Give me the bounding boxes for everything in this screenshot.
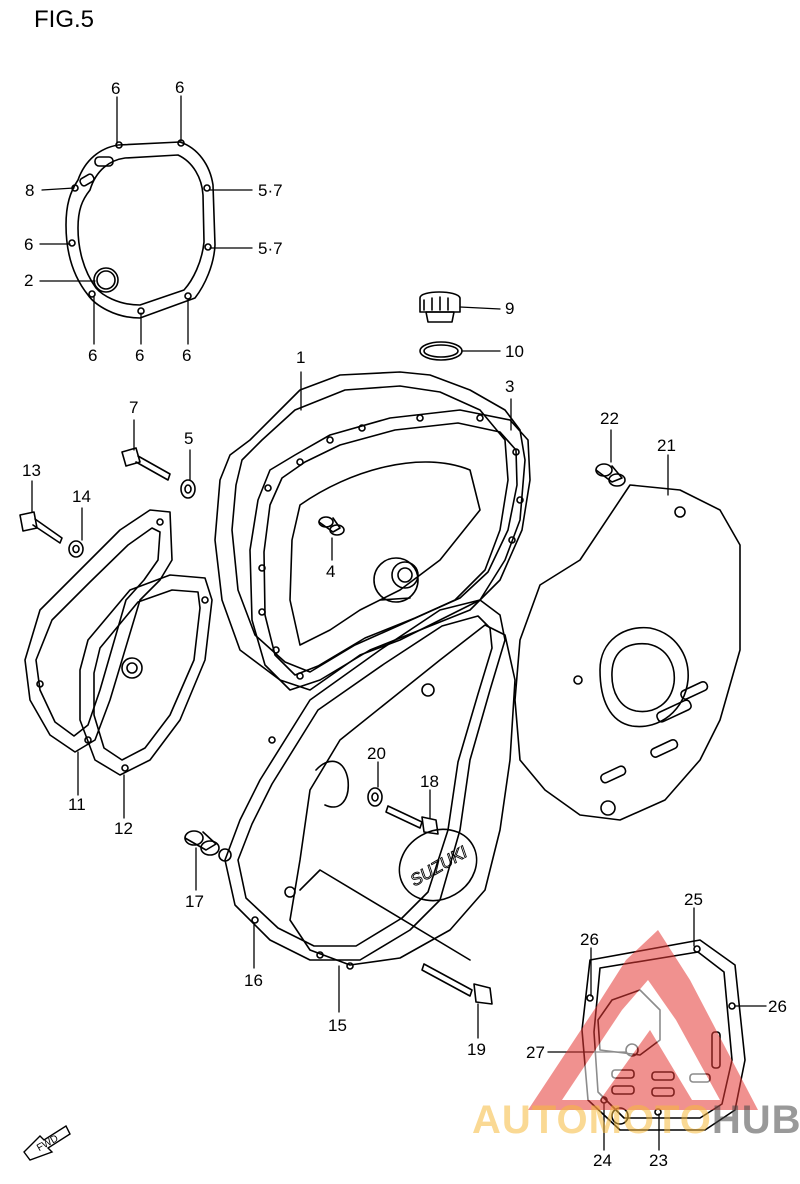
callout-6: 6	[135, 346, 145, 365]
signal-generator-cover	[24, 509, 173, 753]
callout-11: 11	[68, 795, 86, 814]
watermark-text-part2: HUB	[711, 1098, 800, 1142]
signal-cover-gasket	[79, 574, 213, 776]
callout-7: 7	[129, 398, 139, 417]
figure-title: FIG.5	[34, 6, 95, 33]
bolt-19	[421, 963, 493, 1005]
dowel-pin-17	[184, 830, 220, 856]
fwd-arrow-icon: FWD	[23, 1124, 71, 1161]
callout-23: 23	[649, 1151, 668, 1170]
callout-10: 10	[505, 342, 524, 361]
callout-4: 4	[326, 562, 336, 581]
clutch-cover-gasket	[249, 409, 531, 691]
housing-21	[514, 484, 741, 821]
watermark-text-part1: AUTOMOTO	[472, 1098, 712, 1142]
callout-6: 6	[175, 78, 185, 97]
callout-16: 16	[244, 971, 263, 990]
washer-14	[68, 540, 84, 558]
callout-26: 26	[580, 930, 599, 949]
callout-24: 24	[593, 1151, 612, 1170]
callout-22: 22	[600, 409, 619, 428]
callout-8: 8	[25, 181, 35, 200]
callout-5-7: 5·7	[258, 239, 283, 258]
clutch-cover	[214, 371, 526, 691]
clutch-cover-gasket-upper	[65, 139, 216, 319]
callout-6: 6	[182, 346, 192, 365]
watermark-logo-icon	[528, 930, 758, 1110]
callout-9: 9	[505, 299, 515, 318]
oil-filler-cap	[419, 291, 461, 323]
callout-6: 6	[111, 79, 121, 98]
generator-cover	[284, 624, 516, 970]
callout-5: 5	[184, 429, 194, 448]
callout-6: 6	[88, 346, 98, 365]
cover-hub	[373, 557, 419, 603]
callout-6: 6	[24, 235, 34, 254]
dowel-pin-4	[318, 516, 345, 536]
suzuki-logo: SUZUKI	[407, 842, 471, 890]
bolt-13	[19, 511, 63, 544]
callout-26: 26	[768, 997, 787, 1016]
callout-12: 12	[114, 819, 133, 838]
leader-lines	[31, 95, 767, 1151]
callout-15: 15	[328, 1016, 347, 1035]
bolt-18	[385, 805, 439, 835]
callout-25: 25	[684, 890, 703, 909]
callout-1: 1	[296, 348, 306, 367]
callout-27: 27	[526, 1043, 545, 1062]
callout-5-7: 5·7	[258, 181, 283, 200]
callout-20: 20	[367, 744, 386, 763]
callout-2: 2	[24, 271, 34, 290]
callout-13: 13	[22, 461, 41, 480]
dowel-pin-22	[595, 463, 626, 487]
callout-17: 17	[185, 892, 204, 911]
washer-5	[180, 479, 196, 499]
washer-20	[367, 787, 383, 807]
callout-3: 3	[505, 377, 515, 396]
bolt-7	[121, 447, 171, 481]
callout-19: 19	[467, 1040, 486, 1059]
callout-18: 18	[420, 772, 439, 791]
watermark-text: AUTOMOTOHUB	[472, 1098, 800, 1143]
callout-21: 21	[657, 436, 676, 455]
callout-14: 14	[72, 487, 91, 506]
